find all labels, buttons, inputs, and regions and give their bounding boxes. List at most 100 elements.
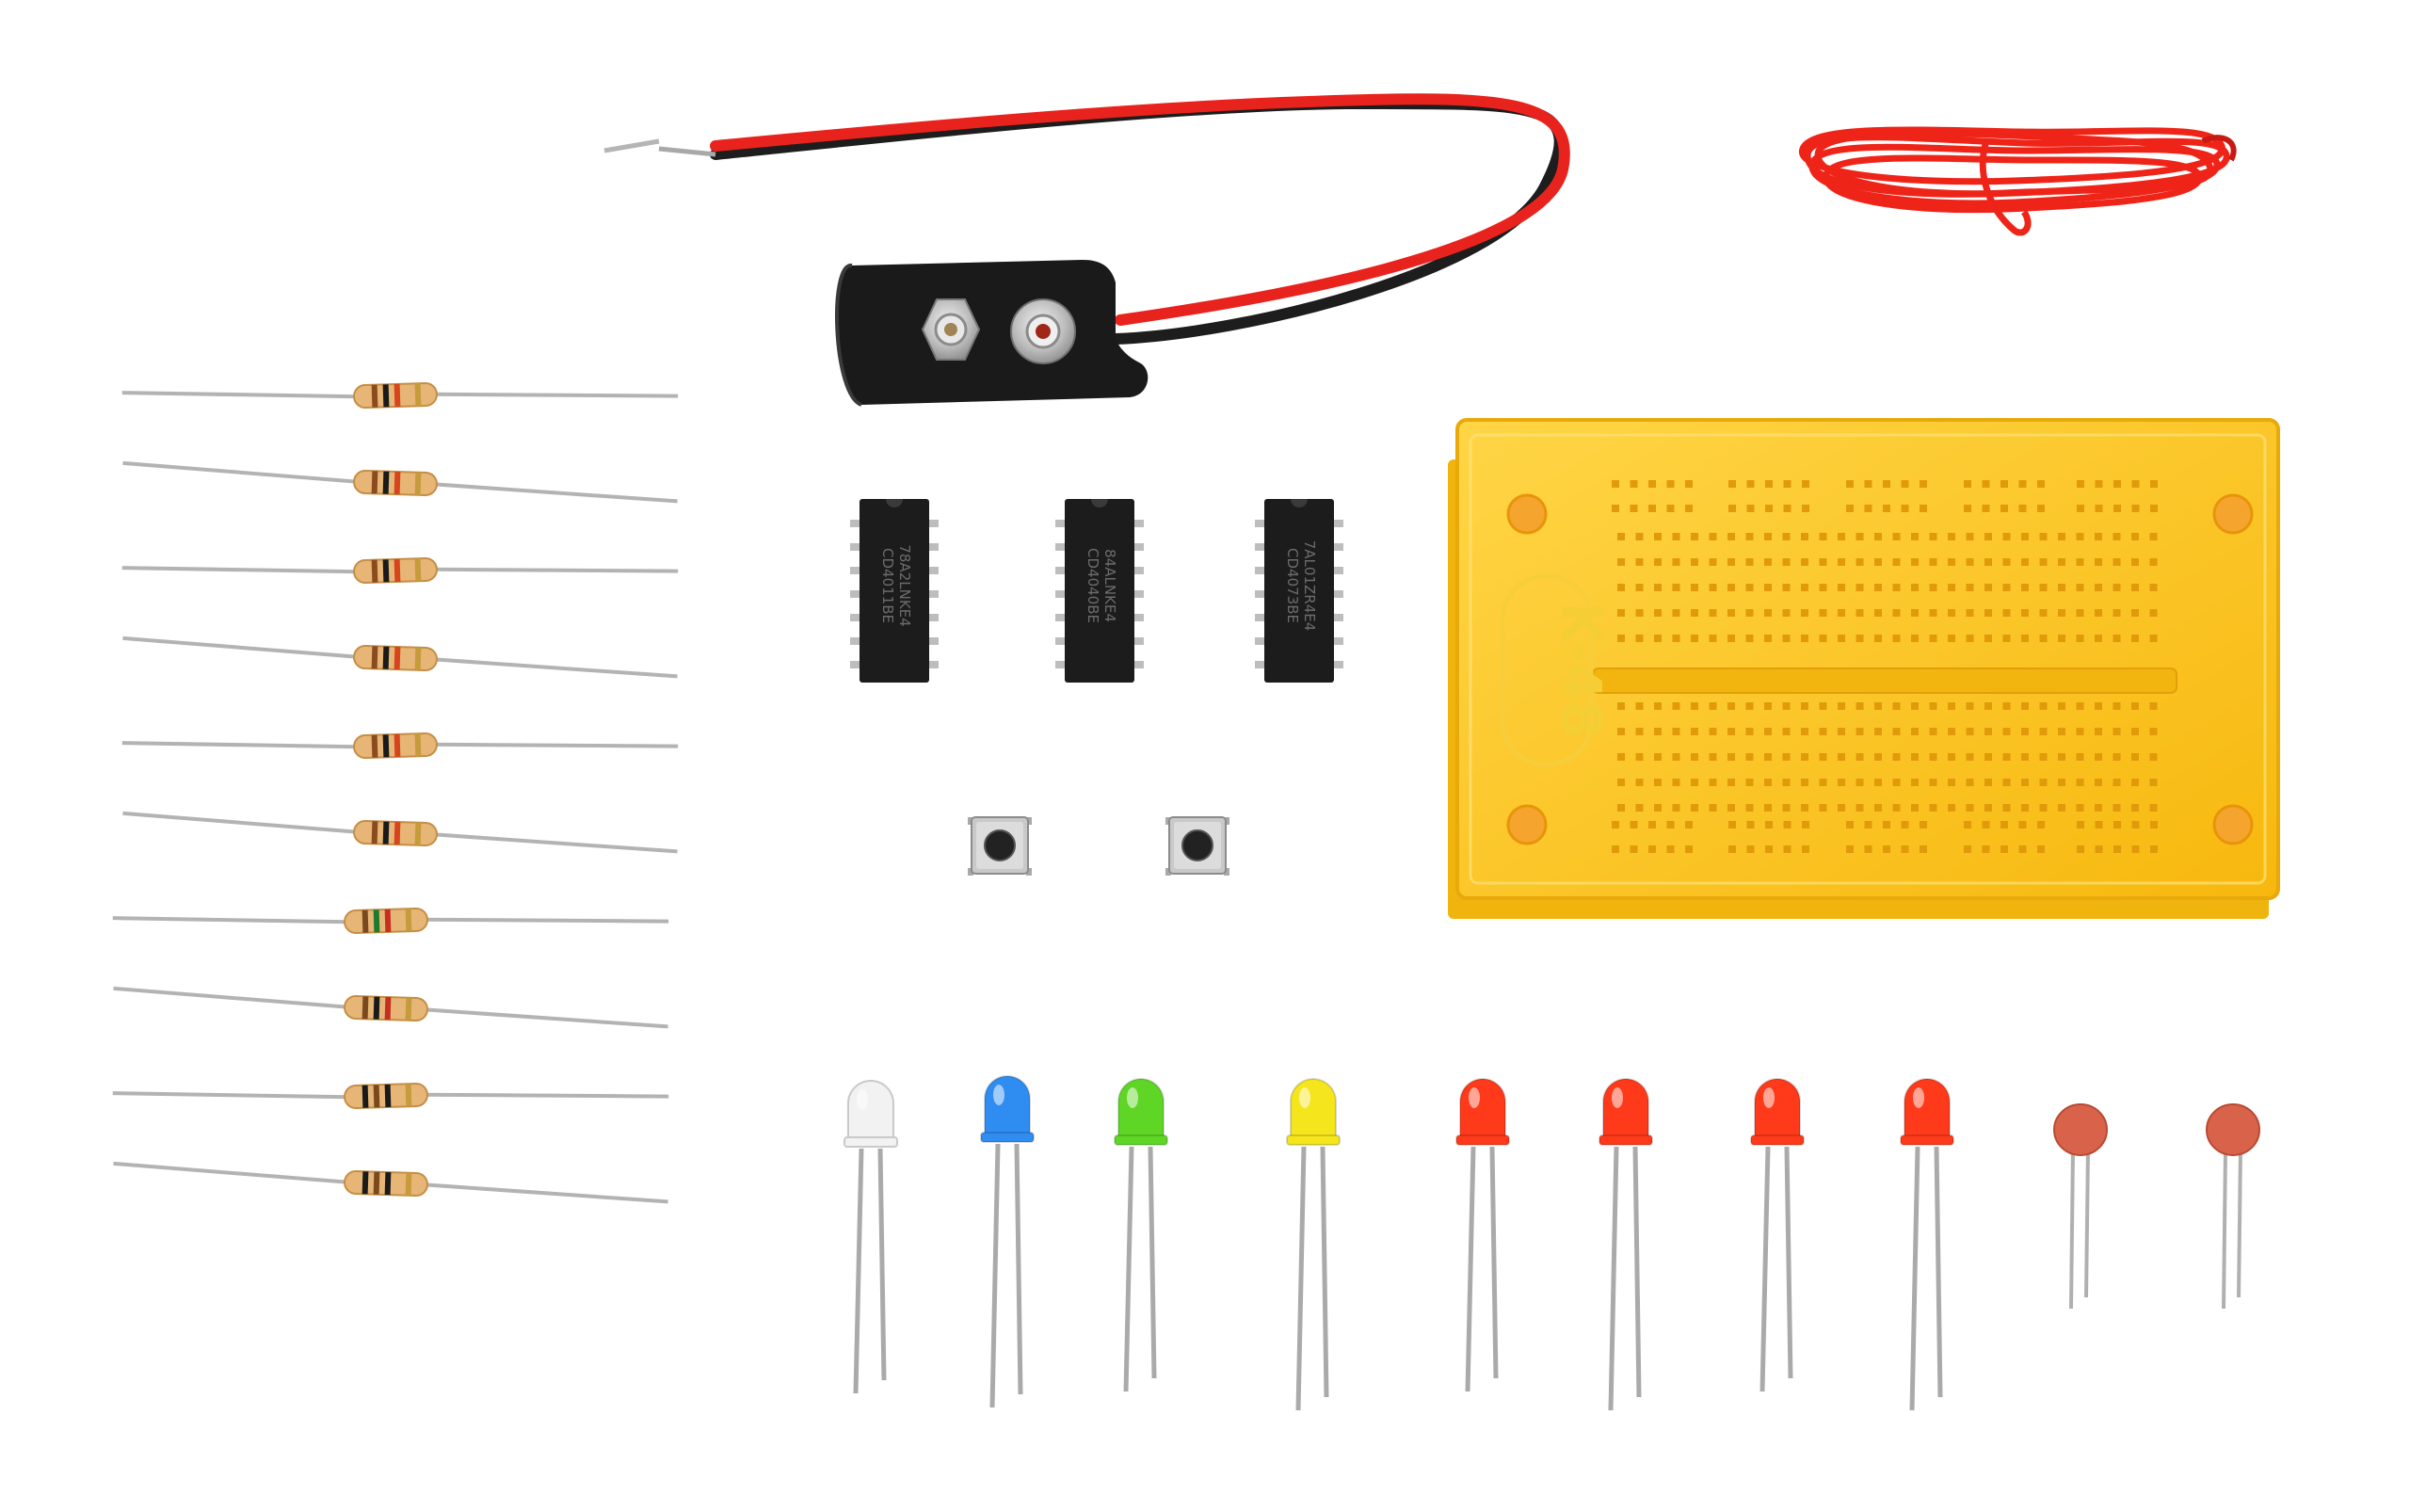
tie-point (1856, 804, 1864, 812)
tie-point (1801, 635, 1808, 642)
tie-point (1801, 779, 1808, 786)
tie-point (1666, 821, 1675, 828)
tie-point (1846, 821, 1854, 828)
tie-point (2000, 821, 2008, 828)
tie-point (1856, 728, 1864, 735)
tie-point (2149, 728, 2158, 735)
tie-point (1691, 702, 1698, 710)
led-lens (1602, 1078, 1649, 1140)
led (980, 1075, 1035, 1408)
tie-point (2021, 779, 2029, 786)
tie-point (1782, 558, 1791, 566)
tie-point (2000, 505, 2008, 512)
tie-point (1819, 779, 1827, 786)
tie-point (1617, 728, 1625, 735)
ic-pin (1255, 637, 1266, 645)
resistor-color-band (414, 383, 422, 407)
tie-point (1856, 584, 1864, 591)
tie-point (1728, 845, 1736, 853)
tie-point (1612, 480, 1619, 488)
tie-point (2076, 584, 2084, 591)
ic-marking-line2: CD4040BE (1084, 548, 1101, 623)
tie-point (1819, 533, 1827, 540)
tie-point (1782, 635, 1791, 642)
ic-pin (1255, 567, 1266, 574)
tie-point (2076, 779, 2084, 786)
tie-point (1612, 505, 1619, 512)
tie-point (1685, 505, 1693, 512)
button-leg (1165, 868, 1171, 876)
tie-point (2131, 635, 2139, 642)
tie-point (2131, 821, 2140, 828)
tie-point (1727, 584, 1735, 591)
tie-point (1765, 505, 1773, 512)
led-lens (1459, 1078, 1506, 1140)
tie-point (2113, 821, 2121, 828)
tie-point (2058, 584, 2065, 591)
tie-point (1911, 584, 1919, 591)
tie-point (1648, 480, 1656, 488)
tie-point (1874, 558, 1882, 566)
tie-point (2131, 505, 2140, 512)
tie-point (1709, 804, 1717, 812)
ic-pin (1055, 614, 1067, 621)
tie-point (1901, 821, 1909, 828)
resistor (112, 1082, 669, 1110)
tie-point (1635, 804, 1644, 812)
led-highlight (857, 1089, 868, 1110)
tie-point (1901, 505, 1909, 512)
tie-point (1783, 845, 1791, 853)
ic-pin (1133, 590, 1144, 598)
tie-point (1764, 584, 1772, 591)
tie-point (1911, 609, 1919, 617)
resistor-color-band (371, 646, 378, 669)
resistor-lead-left (113, 986, 349, 1009)
ic-pin (1133, 637, 1144, 645)
resistor (122, 811, 678, 854)
ic-pin (927, 520, 939, 527)
battery-clip-body (835, 260, 1149, 407)
tie-point (1782, 753, 1791, 761)
resistor (122, 460, 678, 504)
tie-point (1648, 505, 1656, 512)
tie-point (1846, 480, 1854, 488)
resistor-color-band (414, 822, 422, 845)
mount-hole-bottom-right (2212, 804, 2254, 845)
resistor-color-band (371, 559, 378, 583)
breadboard-holes (1612, 480, 2158, 853)
tie-point (2150, 845, 2158, 853)
tie-point (1782, 728, 1791, 735)
coil-loop (1808, 143, 2221, 207)
tie-point (1892, 804, 1901, 812)
ic-pin (1332, 520, 1343, 527)
tie-point (1911, 533, 1919, 540)
tie-point (2039, 779, 2048, 786)
solderless-breadboard: K-48 (1448, 418, 2280, 919)
tie-point (2095, 584, 2102, 591)
led-row (844, 1075, 1954, 1411)
button-leg (1224, 868, 1229, 876)
tie-point (2131, 728, 2139, 735)
led-highlight (1612, 1087, 1623, 1108)
tie-point (1654, 635, 1662, 642)
tie-point (1801, 609, 1808, 617)
tie-point (2039, 702, 2048, 710)
tie-point (1856, 609, 1864, 617)
resistor-color-band (373, 996, 380, 1020)
coil-loop (1799, 126, 2225, 185)
ic-marking-line1: 78A2LNKE4 (896, 544, 913, 626)
tie-point (2113, 845, 2121, 853)
tie-point (1801, 728, 1808, 735)
resistor-color-band (382, 559, 390, 583)
tie-point (2002, 584, 2011, 591)
tie-point (2058, 753, 2065, 761)
resistor-color-band (371, 821, 378, 844)
ic-marking-line2: CD4011BE (879, 548, 896, 623)
tie-point (1838, 584, 1845, 591)
tie-point (2113, 480, 2121, 488)
tie-point (2021, 609, 2029, 617)
tie-point (1654, 584, 1662, 591)
tie-point (2150, 480, 2158, 488)
tie-point (1685, 845, 1693, 853)
resistor-color-band (371, 384, 378, 408)
